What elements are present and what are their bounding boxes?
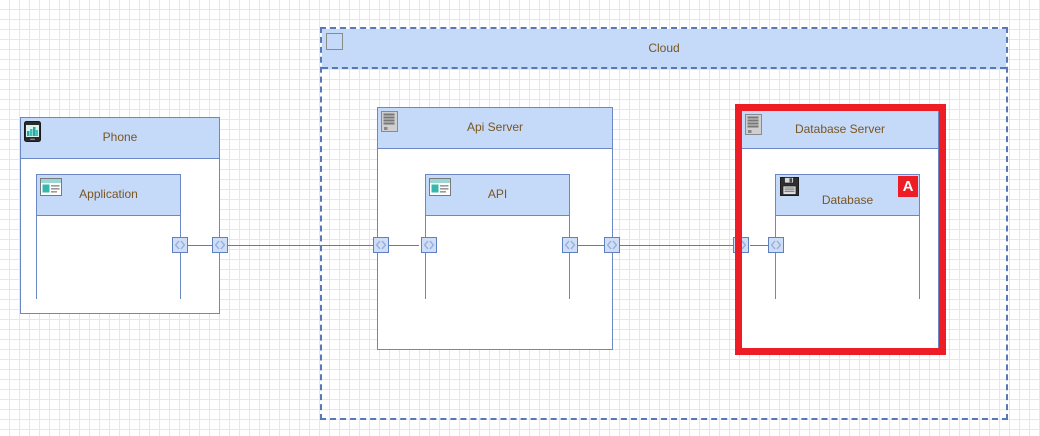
link-api-server-to-api[interactable]	[389, 245, 419, 246]
artifact-window-icon	[429, 178, 451, 196]
node-application-label: Application	[79, 187, 138, 202]
node-database-header[interactable]: Database A	[776, 175, 919, 216]
port-database-left[interactable]	[768, 237, 784, 253]
floppy-disk-icon	[780, 177, 799, 196]
port-api-right[interactable]	[562, 237, 578, 253]
smartphone-icon	[24, 121, 41, 142]
server-tower-icon	[381, 111, 398, 132]
node-api-body	[426, 216, 569, 300]
node-database-server-label: Database Server	[794, 121, 886, 136]
port-phone-right[interactable]	[212, 237, 228, 253]
link-database-server-to-database[interactable]	[750, 245, 772, 246]
artifact-window-icon	[40, 178, 62, 196]
node-api-label: API	[487, 187, 508, 202]
port-application-right[interactable]	[172, 237, 188, 253]
port-api-left[interactable]	[421, 237, 437, 253]
node-api-server-label: Api Server	[466, 120, 524, 135]
node-phone-header[interactable]: Phone	[21, 118, 219, 159]
node-api-header[interactable]: API	[426, 175, 569, 216]
link-phone-to-api-server[interactable]	[228, 245, 374, 246]
node-database-server-header[interactable]: Database Server	[742, 111, 938, 149]
port-api-server-left[interactable]	[373, 237, 389, 253]
container-cloud[interactable]: Cloud	[320, 27, 1008, 420]
link-api-to-api-server-out[interactable]	[578, 245, 606, 246]
status-badge: A	[898, 176, 918, 197]
node-phone-label: Phone	[102, 130, 138, 145]
node-application[interactable]: Application	[36, 174, 181, 300]
node-database[interactable]: Database A	[775, 174, 920, 300]
container-cloud-header[interactable]: Cloud	[322, 29, 1006, 69]
link-application-to-phone[interactable]	[188, 245, 212, 246]
link-api-server-to-database-server[interactable]	[620, 245, 737, 246]
node-database-label: Database	[821, 193, 874, 208]
server-tower-icon	[745, 114, 762, 135]
container-cloud-label: Cloud	[648, 41, 680, 55]
node-application-header[interactable]: Application	[37, 175, 180, 216]
node-api[interactable]: API	[425, 174, 570, 300]
node-database-body	[776, 216, 919, 300]
node-application-body	[37, 216, 180, 300]
port-api-server-right[interactable]	[604, 237, 620, 253]
empty-square-icon	[326, 33, 343, 50]
node-api-server-header[interactable]: Api Server	[378, 108, 612, 149]
port-database-server-left[interactable]	[733, 237, 749, 253]
